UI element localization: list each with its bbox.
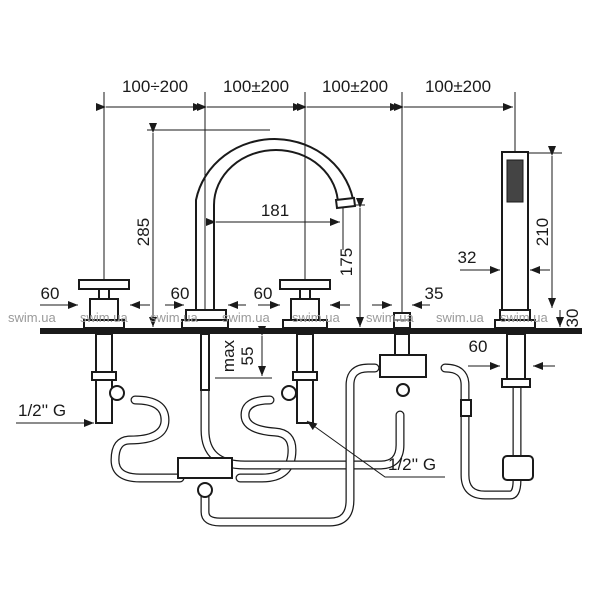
connection-left-label: 1/2'' G bbox=[18, 401, 66, 420]
outlet-height-label: 175 bbox=[337, 248, 356, 276]
connection-right-leader bbox=[306, 420, 445, 478]
spacing-label-1: 100÷200 bbox=[122, 77, 188, 96]
connection-right-label: 1/2'' G bbox=[388, 455, 436, 474]
watermark: swim.ua bbox=[500, 310, 548, 325]
shower-width-label: 32 bbox=[458, 248, 477, 267]
handle-right-diameter-label: 60 bbox=[254, 284, 273, 303]
spacing-label-4: 100±200 bbox=[425, 77, 491, 96]
watermark: swim.ua bbox=[222, 310, 270, 325]
spout-diameter-label: 60 bbox=[171, 284, 190, 303]
watermark: swim.ua bbox=[292, 310, 340, 325]
handle-left-diameter-label: 60 bbox=[41, 284, 60, 303]
shower-base-diameter-label: 60 bbox=[469, 337, 488, 356]
hand-shower bbox=[494, 151, 536, 329]
spout bbox=[181, 138, 357, 329]
hoses bbox=[110, 363, 522, 527]
spout-height-label: 285 bbox=[134, 218, 153, 246]
extension-lines bbox=[103, 92, 562, 318]
watermark: swim.ua bbox=[80, 310, 128, 325]
spacing-label-3: 100±200 bbox=[322, 77, 388, 96]
max-thickness-value: 55 bbox=[238, 347, 257, 366]
watermark: swim.ua bbox=[8, 310, 56, 325]
diverter bbox=[393, 312, 411, 329]
watermark: swim.ua bbox=[366, 310, 414, 325]
cross-handle-left bbox=[78, 279, 130, 329]
spacing-label-2: 100±200 bbox=[223, 77, 289, 96]
watermark: swim.ua bbox=[436, 310, 484, 325]
shower-height-label: 210 bbox=[533, 218, 552, 246]
deck-plate bbox=[40, 328, 582, 334]
watermark: swim.ua bbox=[150, 310, 198, 325]
max-thickness-label: max bbox=[219, 339, 238, 372]
diverter-diameter-label: 35 bbox=[425, 284, 444, 303]
shanks bbox=[91, 333, 531, 424]
fittings bbox=[109, 354, 534, 498]
spout-reach-label: 181 bbox=[261, 201, 289, 220]
watermarks: swim.ua swim.ua swim.ua swim.ua swim.ua … bbox=[8, 310, 548, 325]
cross-handle-right bbox=[279, 279, 331, 329]
deck-base-label: 30 bbox=[563, 309, 582, 328]
